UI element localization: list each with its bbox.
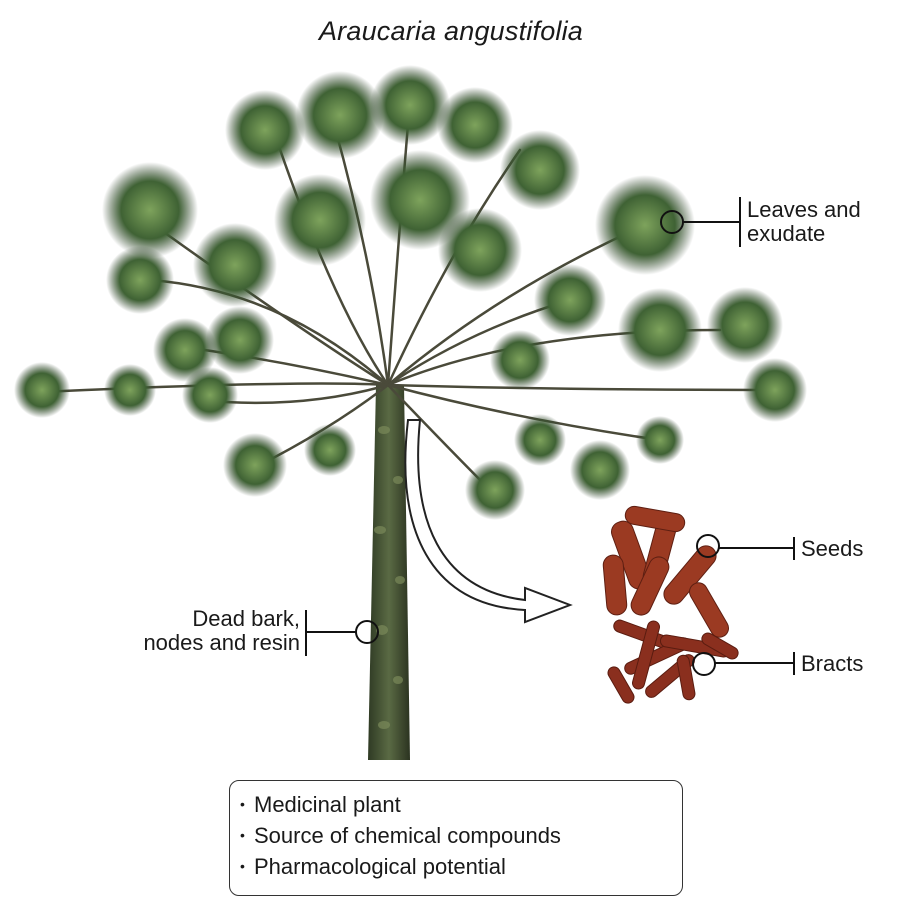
leaves-label-line-2: exudate (747, 222, 861, 246)
bark-label: Dead bark, nodes and resin (60, 607, 300, 655)
info-item-pharmacological: Pharmacological potential (240, 851, 682, 882)
leaves-label: Leaves and exudate (747, 198, 861, 246)
bracts-callout (693, 652, 794, 675)
bark-label-line-1: Dead bark, (60, 607, 300, 631)
info-item-chemical: Source of chemical compounds (240, 820, 682, 851)
seeds-label: Seeds (801, 537, 863, 561)
tree-trunk (368, 385, 410, 760)
bracts-label: Bracts (801, 652, 863, 676)
info-list: Medicinal plant Source of chemical compo… (240, 789, 682, 882)
bark-callout (306, 610, 378, 656)
info-box: Medicinal plant Source of chemical compo… (229, 780, 683, 896)
leaves-label-line-1: Leaves and (747, 198, 861, 222)
bark-label-line-2: nodes and resin (60, 631, 300, 655)
info-item-medicinal: Medicinal plant (240, 789, 682, 820)
